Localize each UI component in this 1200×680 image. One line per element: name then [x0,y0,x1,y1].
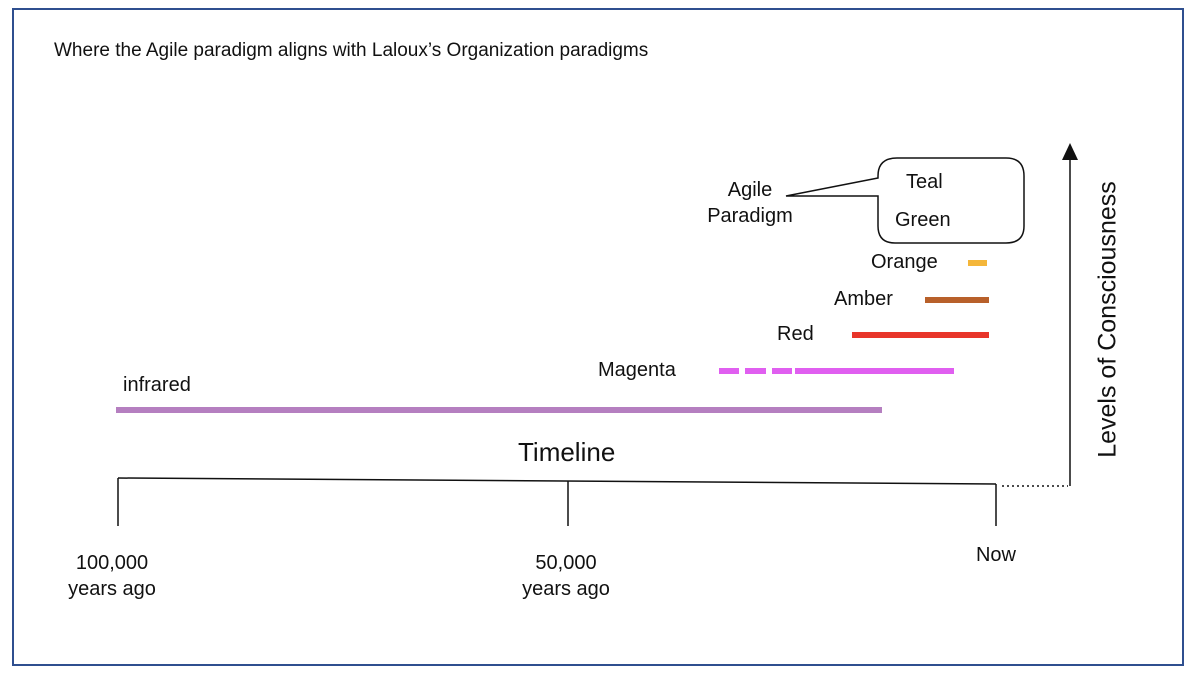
diagram-frame [12,8,1184,666]
diagram-title: Where the Agile paradigm aligns with Lal… [54,40,649,61]
agile-paradigm-label: Agile Paradigm [707,179,793,227]
label-red: Red [777,323,814,345]
label-orange: Orange [871,251,938,273]
label-green: Green [895,209,951,231]
tick-label-now: Now [975,544,1016,566]
tick-label-100k: 100,000 years ago [68,552,156,600]
tick-label-50k: 50,000 years ago [522,552,610,600]
label-magenta: Magenta [598,359,676,381]
timeline-axis [117,477,997,485]
timeline-label: Timeline [518,437,616,467]
label-amber: Amber [834,288,893,310]
consciousness-arrowhead [1062,143,1078,160]
consciousness-axis-label: Levels of Consciousness [1093,181,1122,458]
agile-callout-bubble [785,157,1025,244]
label-teal: Teal [906,171,943,193]
label-infrared: infrared [123,374,191,396]
